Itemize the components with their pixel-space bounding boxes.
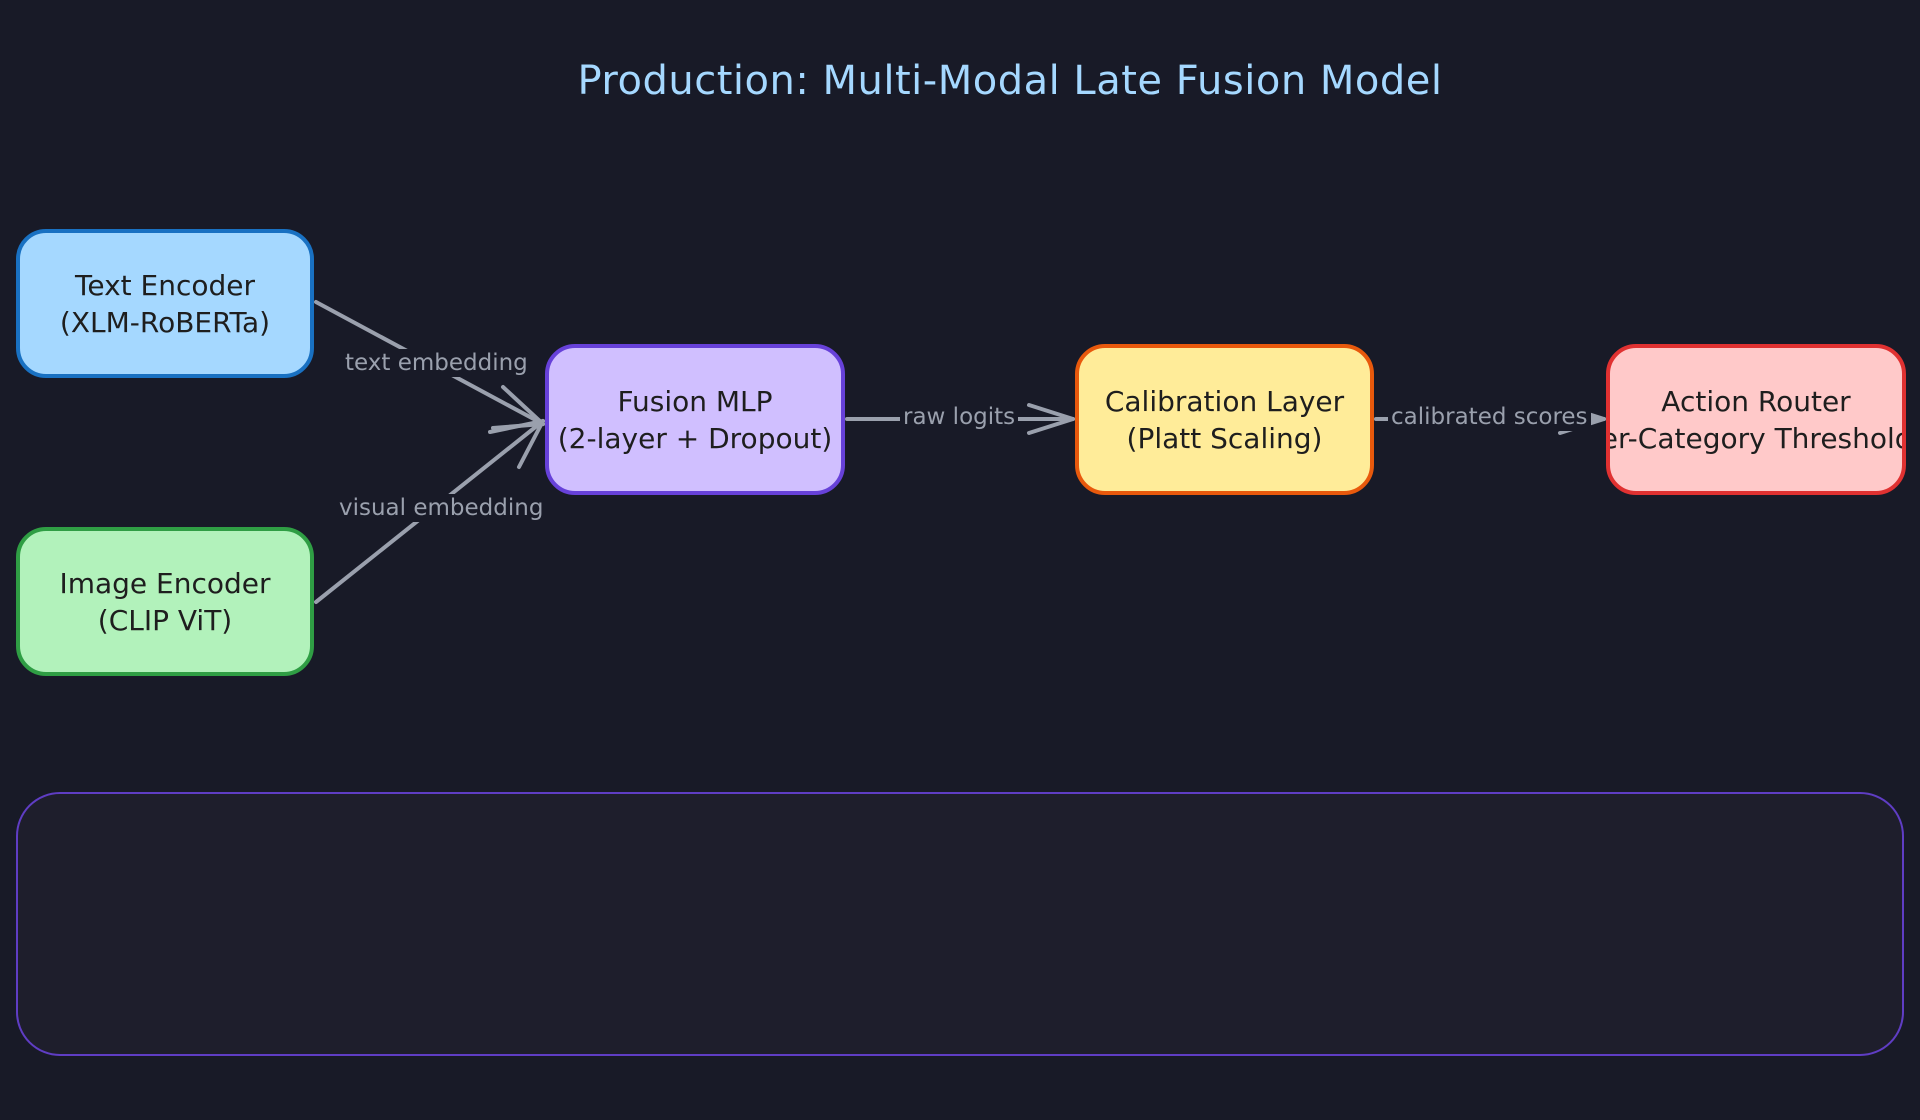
edge-label-visual-embedding: visual embedding [336,494,547,522]
node-fusion-mlp-title: Fusion MLP [617,384,773,418]
node-text-encoder-subtitle: (XLM-RoBERTa) [59,305,271,339]
node-calibration-layer[interactable]: Calibration Layer (Platt Scaling) [1075,344,1374,495]
node-action-router-title: Action Router [1661,384,1851,418]
edge-label-text-embedding: text embedding [342,349,531,377]
arrowhead-fusion-to-calibration [1027,403,1075,435]
node-image-encoder-title: Image Encoder [59,566,271,600]
node-image-encoder-subtitle: (CLIP ViT) [97,603,233,637]
node-fusion-mlp[interactable]: Fusion MLP (2-layer + Dropout) [545,344,845,495]
arrowhead-image-to-fusion [488,419,545,469]
node-action-router[interactable]: Action Router Per-Category Thresholds [1606,344,1906,495]
node-calibration-layer-title: Calibration Layer [1104,384,1345,418]
node-image-encoder[interactable]: Image Encoder (CLIP ViT) [16,527,314,676]
node-action-router-subtitle: Per-Category Thresholds [1610,421,1902,455]
node-fusion-mlp-subtitle: (2-layer + Dropout) [557,421,833,455]
node-text-encoder[interactable]: Text Encoder (XLM-RoBERTa) [16,229,314,378]
empty-group-frame [16,792,1904,1056]
diagram-title: Production: Multi-Modal Late Fusion Mode… [577,58,1443,104]
edge-label-raw-logits: raw logits [900,403,1019,431]
node-text-encoder-title: Text Encoder [74,268,255,302]
edge-label-calibrated-scores: calibrated scores [1388,403,1591,431]
node-calibration-layer-subtitle: (Platt Scaling) [1126,421,1323,455]
